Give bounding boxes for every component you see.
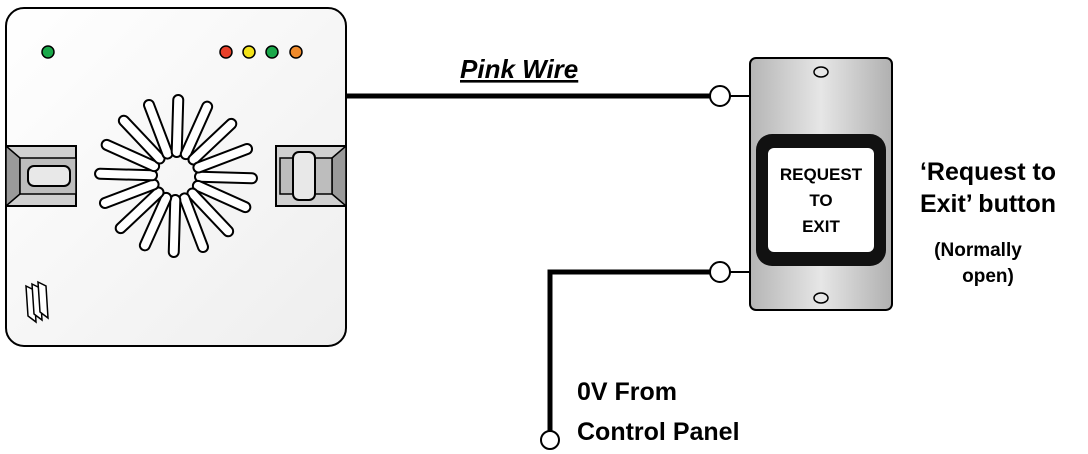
speaker-slot: [180, 194, 208, 252]
led-yellow: [242, 45, 256, 59]
terminal-zero-volt: [540, 430, 560, 450]
request-exit-button[interactable]: REQUEST TO EXIT: [756, 134, 886, 266]
speaker-slot: [96, 169, 157, 180]
request-exit-plate: REQUEST TO EXIT: [749, 57, 893, 311]
status-led-green: [41, 45, 55, 59]
speaker-slot: [193, 181, 250, 212]
wiring: [346, 93, 750, 436]
terminal-top: [709, 85, 731, 107]
button-caption-line-1: ‘Request to: [920, 158, 1056, 186]
speaker-slot: [100, 180, 158, 208]
right-latch: [275, 144, 347, 208]
speaker-slot: [181, 102, 212, 159]
reader-unit: [5, 7, 347, 347]
button-note-line-2: open): [962, 266, 1014, 287]
speaker-slot: [172, 96, 183, 157]
speaker-slot: [188, 189, 233, 236]
button-text-line-2: TO: [809, 191, 832, 210]
speaker-slot: [195, 172, 256, 183]
zero-volt-wire: [547, 269, 712, 436]
speaker-grille-icon: [94, 94, 258, 258]
speaker-slot: [102, 140, 159, 171]
speaker-slot: [119, 116, 164, 163]
left-latch: [5, 144, 77, 208]
button-text-line-1: REQUEST: [780, 165, 863, 184]
led-red: [219, 45, 233, 59]
speaker-slot: [194, 144, 252, 172]
button-caption-line-2: Exit’ button: [920, 190, 1056, 218]
door-logo-icon: [25, 280, 49, 324]
speaker-slot: [116, 188, 163, 233]
zero-volt-caption-line-2: Control Panel: [577, 418, 740, 446]
led-orange: [289, 45, 303, 59]
speaker-slot: [144, 100, 172, 158]
plate-screw-bottom: [813, 292, 829, 304]
speaker-slot: [169, 195, 180, 256]
button-text-line-3: EXIT: [802, 217, 840, 236]
speaker-slot: [189, 119, 236, 164]
terminal-bottom: [709, 261, 731, 283]
led-green: [265, 45, 279, 59]
button-note-line-1: (Normally: [934, 240, 1022, 261]
wire-label: Pink Wire: [460, 54, 578, 84]
zero-volt-caption-line-1: 0V From: [577, 378, 677, 406]
speaker-slot: [140, 193, 171, 250]
plate-screw-top: [813, 66, 829, 78]
